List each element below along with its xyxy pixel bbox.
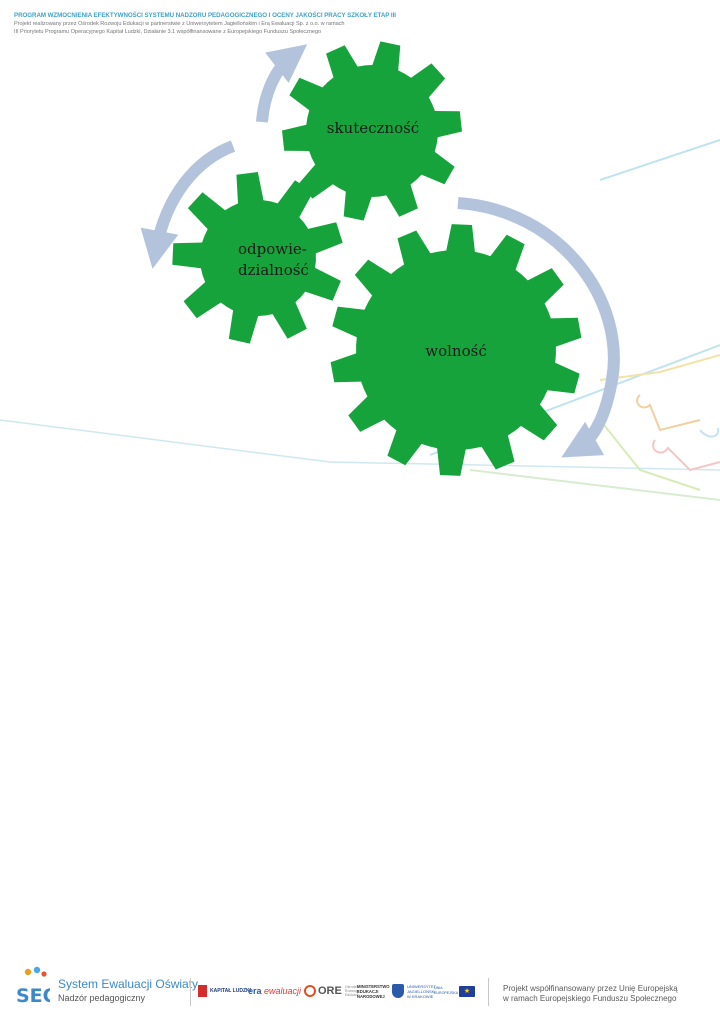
gear-bottom-shape <box>330 224 582 476</box>
crest-icon <box>392 984 404 998</box>
logo-jagiellonian: UNIWERSYTET JAGIELLOŃSKI W KRAKOWIE <box>392 980 436 1002</box>
gear-top: skuteczność <box>282 41 462 221</box>
ewaluacji-text: ewaluacji <box>264 986 302 996</box>
gear-diagram: skuteczność odpowie- dzialność wolność <box>0 41 720 501</box>
header-line-2: III Priorytetu Programu Operacyjnego Kap… <box>14 29 322 35</box>
system-subtitle: Nadzór pedagogiczny <box>58 993 146 1003</box>
logo-eu: UNIA EUROPEJSKA ★ <box>434 980 475 1002</box>
ministry-line-3: NARODOWEJ <box>357 993 385 999</box>
gear-left-shape <box>172 172 343 344</box>
eu-flag-icon: ★ <box>459 985 475 997</box>
logo-ministry: MINISTERSTWO EDUKACJI NARODOWEJ <box>357 980 390 1002</box>
kapital-ludzki-text: KAPITAŁ LUDZKI <box>210 988 252 994</box>
arrow-top-to-bottom <box>457 197 620 458</box>
gear-left-label-line1: odpowie- <box>238 240 307 258</box>
logo-era-ewaluacji: era ewaluacji <box>248 980 301 1002</box>
system-name: System Ewaluacji Oświaty <box>58 977 199 991</box>
arrow-top-to-left <box>140 140 236 269</box>
uj-line-3: W KRAKOWIE <box>407 993 434 999</box>
gear-bottom: wolność <box>330 224 582 476</box>
gear-left-label-line2: dzialność <box>238 261 309 279</box>
arrow-left-to-top <box>256 44 308 123</box>
gear-top-shape <box>282 41 462 221</box>
seo-logo-text: SEO <box>16 985 50 1007</box>
header: PROGRAM WZMOCNIENIA EFEKTYWNOŚCI SYSTEMU… <box>14 12 396 36</box>
kapital-ludzki-icon <box>198 985 207 997</box>
cycle-arrows <box>140 44 620 458</box>
logo-kapital-ludzki: KAPITAŁ LUDZKI <box>198 980 251 1002</box>
eu-label: UNIA EUROPEJSKA <box>434 986 459 995</box>
seo-logo: SEO <box>16 966 50 1007</box>
header-line-1: Projekt realizowany przez Ośrodek Rozwoj… <box>14 21 345 27</box>
header-title: PROGRAM WZMOCNIENIA EFEKTYWNOŚCI SYSTEMU… <box>14 12 396 19</box>
cofinancing-note: Projekt współfinansowany przez Unię Euro… <box>503 984 678 1004</box>
cofinancing-line-2: w ramach Europejskiego Funduszu Społeczn… <box>503 994 677 1003</box>
gear-top-label: skuteczność <box>327 119 419 137</box>
gear-bottom-label: wolność <box>425 342 486 360</box>
ore-text: ORE <box>318 985 342 997</box>
gear-left: odpowie- dzialność <box>172 172 343 344</box>
footer: SEO System Ewaluacji Oświaty Nadzór peda… <box>0 480 720 1007</box>
footer-divider-right <box>488 978 489 1006</box>
footer-divider <box>190 978 191 1006</box>
cofinancing-line-1: Projekt współfinansowany przez Unię Euro… <box>503 984 678 993</box>
era-text: era <box>248 986 262 996</box>
ore-circle-icon <box>304 985 316 997</box>
